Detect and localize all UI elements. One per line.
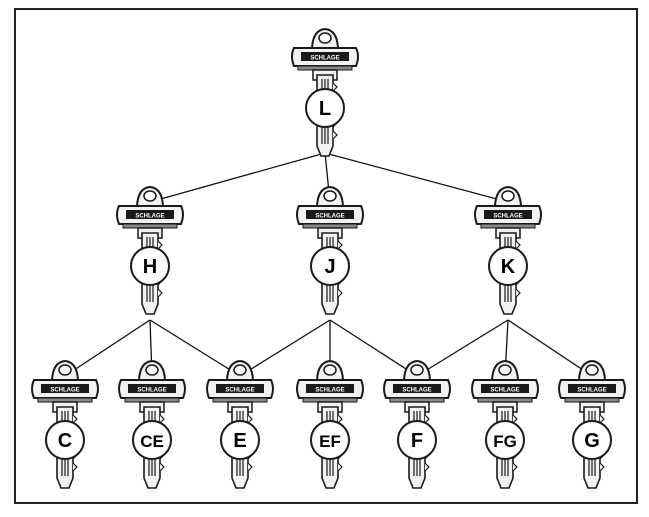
key-label: F bbox=[411, 430, 423, 452]
key-bitting-cut bbox=[599, 414, 605, 424]
key-label-circle bbox=[132, 420, 172, 460]
key-label-circle bbox=[305, 88, 345, 128]
key-fg: SCHLAGE FG bbox=[471, 359, 539, 489]
key-brand-text: SCHLAGE bbox=[493, 214, 522, 220]
key-label: FG bbox=[493, 432, 517, 451]
connector-J-F bbox=[329, 319, 418, 377]
key-brand-strip bbox=[41, 384, 89, 393]
key-label-circle bbox=[220, 420, 260, 460]
key-brand-text: SCHLAGE bbox=[50, 388, 79, 394]
connector-H-E bbox=[149, 319, 241, 377]
key-ring-hole bbox=[318, 32, 332, 44]
key-brand-text: SCHLAGE bbox=[402, 388, 431, 394]
key-ring-hole bbox=[323, 364, 337, 376]
connector-K-F bbox=[416, 319, 509, 377]
key-ring-hole bbox=[58, 364, 72, 376]
key-h: SCHLAGE H bbox=[116, 185, 184, 315]
key-brand-strip bbox=[216, 384, 264, 393]
key-bitting-cut bbox=[332, 130, 338, 140]
key-brand-strip bbox=[568, 384, 616, 393]
key-brand-text: SCHLAGE bbox=[137, 388, 166, 394]
key-brand-text: SCHLAGE bbox=[490, 388, 519, 394]
key-label: G bbox=[584, 430, 600, 452]
key-label: H bbox=[143, 256, 157, 278]
key-bitting-cut bbox=[332, 82, 338, 92]
key-bitting-cut bbox=[159, 462, 165, 472]
key-k: SCHLAGE K bbox=[474, 185, 542, 315]
key-ring-hole bbox=[145, 364, 159, 376]
key-bitting-cut bbox=[337, 240, 343, 250]
key-c: SCHLAGE C bbox=[31, 359, 99, 489]
key-brand-strip bbox=[128, 384, 176, 393]
key-bitting-cut bbox=[337, 414, 343, 424]
key-nodes: SCHLAGE L SCHLAGE H SCHLAGE J SCHLAGE K SCHLAGE C… bbox=[31, 27, 626, 489]
key-bitting-cut bbox=[337, 462, 343, 472]
key-bitting-cut bbox=[424, 414, 430, 424]
key-bitting-cut bbox=[424, 462, 430, 472]
key-label-circle bbox=[310, 420, 350, 460]
key-bitting-cut bbox=[247, 462, 253, 472]
key-label: K bbox=[501, 256, 516, 278]
key-label: J bbox=[324, 256, 335, 278]
key-label: EF bbox=[319, 432, 341, 451]
key-ring-hole bbox=[498, 364, 512, 376]
key-brand-text: SCHLAGE bbox=[315, 388, 344, 394]
key-ce: SCHLAGE CE bbox=[118, 359, 186, 489]
key-ring-hole bbox=[410, 364, 424, 376]
key-brand-strip bbox=[481, 384, 529, 393]
key-brand-text: SCHLAGE bbox=[135, 214, 164, 220]
key-bitting-cut bbox=[599, 462, 605, 472]
key-bitting-cut bbox=[515, 240, 521, 250]
key-ring-hole bbox=[585, 364, 599, 376]
key-bitting-cut bbox=[72, 462, 78, 472]
key-bitting-cut bbox=[159, 414, 165, 424]
key-bitting-cut bbox=[247, 414, 253, 424]
key-label-circle bbox=[310, 246, 350, 286]
connector-J-E bbox=[239, 319, 331, 377]
key-label-circle bbox=[45, 420, 85, 460]
key-label-circle bbox=[130, 246, 170, 286]
key-label: L bbox=[319, 98, 331, 120]
key-ring-hole bbox=[143, 190, 157, 202]
key-brand-strip bbox=[484, 210, 532, 219]
connector-K-G bbox=[507, 319, 593, 377]
connector-lines bbox=[64, 152, 593, 377]
key-bitting-cut bbox=[515, 288, 521, 298]
key-label: CE bbox=[140, 432, 164, 451]
connector-H-C bbox=[64, 319, 151, 377]
key-label-circle bbox=[485, 420, 525, 460]
key-ring-hole bbox=[233, 364, 247, 376]
key-f: SCHLAGE F bbox=[383, 359, 451, 489]
key-bitting-cut bbox=[157, 240, 163, 250]
key-label-circle bbox=[572, 420, 612, 460]
key-label: E bbox=[233, 430, 246, 452]
key-brand-strip bbox=[393, 384, 441, 393]
key-label-circle bbox=[397, 420, 437, 460]
key-l: SCHLAGE L bbox=[291, 27, 359, 157]
key-ring-hole bbox=[323, 190, 337, 202]
key-ring-hole bbox=[501, 190, 515, 202]
key-label-circle bbox=[488, 246, 528, 286]
key-bitting-cut bbox=[512, 462, 518, 472]
key-j: SCHLAGE J bbox=[296, 185, 364, 315]
connector-L-H bbox=[149, 152, 326, 203]
key-brand-text: SCHLAGE bbox=[315, 214, 344, 220]
key-e: SCHLAGE E bbox=[206, 359, 274, 489]
key-bitting-cut bbox=[157, 288, 163, 298]
key-bitting-cut bbox=[512, 414, 518, 424]
key-brand-strip bbox=[306, 210, 354, 219]
key-brand-strip bbox=[126, 210, 174, 219]
key-brand-text: SCHLAGE bbox=[225, 388, 254, 394]
connector-L-K bbox=[324, 152, 509, 203]
key-bitting-cut bbox=[337, 288, 343, 298]
key-ef: SCHLAGE EF bbox=[296, 359, 364, 489]
key-brand-text: SCHLAGE bbox=[310, 56, 339, 62]
key-brand-text: SCHLAGE bbox=[577, 388, 606, 394]
key-label: C bbox=[58, 430, 72, 452]
key-brand-strip bbox=[306, 384, 354, 393]
key-g: SCHLAGE G bbox=[558, 359, 626, 489]
key-bitting-cut bbox=[72, 414, 78, 424]
key-brand-strip bbox=[301, 52, 349, 61]
